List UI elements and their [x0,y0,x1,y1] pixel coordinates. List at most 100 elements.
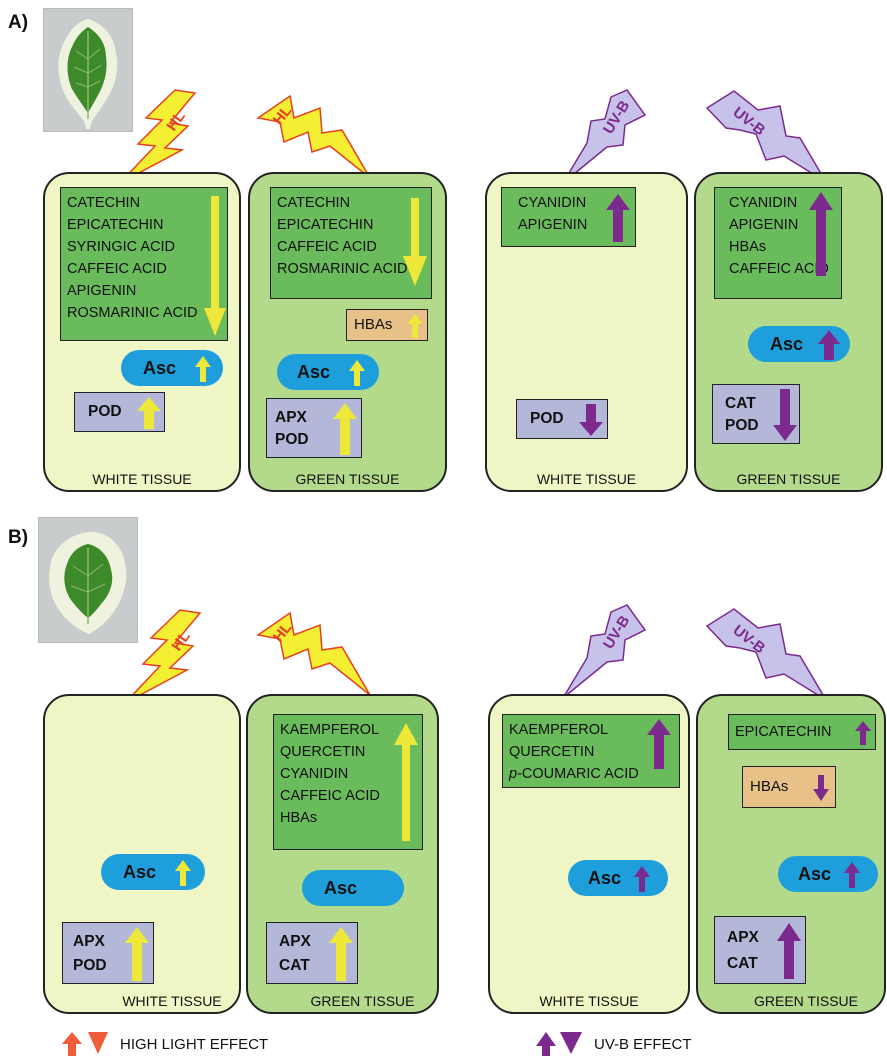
compound-label: APIGENIN [729,217,799,233]
tissue-label: GREEN TISSUE [736,471,841,487]
up-arrow-icon [329,927,353,981]
asc-label: Asc [324,878,358,898]
hl-bolt-icon: HL [256,94,371,179]
enzyme-label: APX [73,933,105,950]
uvb-bolt-icon: UV-B [562,89,647,184]
hl-bolt-icon: HL [124,609,202,704]
asc-pill: Asc [277,354,379,390]
uvb-green-tissue-cell: CYANIDIN APIGENIN HBAs CAFFEIC ACID Asc … [694,172,883,492]
asc-label: Asc [143,358,177,378]
up-arrow-icon [809,192,833,276]
enzyme-label: CAT [725,395,756,412]
high-light-legend-label: HIGH LIGHT EFFECT [120,1036,269,1053]
enzyme-label: APX [275,409,307,426]
enzyme-box: APX POD [62,922,154,984]
hl-white-tissue-cell: Asc APX POD WHITE TISSUE [43,694,241,1014]
enzyme-box: APX CAT [714,916,806,984]
enzyme-label: APX [279,933,311,950]
enzyme-label: POD [725,417,759,434]
tissue-label: GREEN TISSUE [310,993,415,1009]
compound-label: KAEMPFEROL [280,722,380,738]
compound-box: KAEMPFEROL QUERCETIN p-COUMARIC ACID [502,714,680,788]
hbas-box: HBAs [742,766,836,808]
uvb-white-tissue-cell: CYANIDIN APIGENIN POD WHITE TISSUE [485,172,688,492]
tissue-label: WHITE TISSUE [122,993,222,1009]
hl-green-tissue-cell: KAEMPFEROL QUERCETIN CYANIDIN CAFFEIC AC… [246,694,439,1014]
up-arrow-icon [647,719,671,769]
hl-bolt-icon: HL [256,611,371,696]
panel-b-label: B) [8,527,29,548]
tissue-label: WHITE TISSUE [539,993,639,1009]
asc-pill: Asc [101,854,205,890]
hbas-label: HBAs [750,778,789,795]
compound-label: KAEMPFEROL [509,722,609,738]
enzyme-box: POD [74,392,165,432]
compound-label: p-COUMARIC ACID [509,766,639,782]
down-arrow-icon [579,404,603,436]
uvb-legend-arrows-icon [536,1032,582,1056]
enzyme-label: POD [88,403,122,420]
compound-label: EPICATECHIN [67,217,164,233]
up-arrow-icon [818,330,840,360]
compound-label: SYRINGIC ACID [67,239,175,255]
compound-box: CATECHIN EPICATECHIN SYRINGIC ACID CAFFE… [60,187,228,341]
enzyme-box: POD [516,399,608,439]
compound-label: QUERCETIN [509,744,595,760]
asc-pill: Asc [748,326,850,362]
down-arrow-icon [813,775,829,801]
hbas-box: HBAs [346,309,428,341]
asc-label: Asc [588,868,622,888]
enzyme-box: APX POD [266,398,362,458]
compound-box: KAEMPFEROL QUERCETIN CYANIDIN CAFFEIC AC… [273,714,423,850]
compound-label: EPICATECHIN [277,217,374,233]
uvb-bolt-icon: UV-B [705,608,827,701]
enzyme-box: CAT POD [712,384,800,444]
compound-box: CYANIDIN APIGENIN HBAs CAFFEIC ACID [714,187,842,299]
compound-label: CYANIDIN [518,195,587,211]
compound-label: EPICATECHIN [735,724,832,740]
compound-label: CAFFEIC ACID [729,261,829,277]
compound-label: APIGENIN [518,217,588,233]
up-arrow-icon [394,723,418,841]
up-arrow-icon [137,397,161,429]
tissue-label: GREEN TISSUE [295,471,400,487]
up-arrow-icon [844,862,860,888]
compound-box: CYANIDIN APIGENIN [501,187,636,247]
asc-label: Asc [123,862,157,882]
compound-label: CAFFEIC ACID [67,261,167,277]
asc-label: Asc [770,334,804,354]
compound-label: CYANIDIN [729,195,798,211]
up-arrow-icon [606,194,630,242]
up-arrow-icon [407,314,423,338]
tissue-label: WHITE TISSUE [92,471,192,487]
leaf-image-a [43,8,133,132]
enzyme-label: POD [73,957,107,974]
uvb-green-tissue-cell: EPICATECHIN HBAs Asc APX CAT GREEN TISSU… [696,694,886,1014]
compound-label: ROSMARINIC ACID [277,261,408,277]
down-arrow-icon [204,196,226,336]
compound-box: EPICATECHIN [728,714,876,750]
down-arrow-icon [403,198,427,286]
tissue-label: WHITE TISSUE [536,471,637,487]
asc-pill: Asc [778,856,878,892]
up-arrow-icon [125,927,149,981]
uvb-white-tissue-cell: KAEMPFEROL QUERCETIN p-COUMARIC ACID Asc… [488,694,690,1014]
compound-label: CATECHIN [277,195,351,211]
uvb-bolt-icon: UV-B [562,604,647,699]
uvb-legend-label: UV-B EFFECT [594,1036,692,1053]
high-light-legend-arrows-icon [62,1032,108,1056]
compound-label: CAFFEIC ACID [280,788,380,804]
up-arrow-icon [333,403,357,455]
asc-label: Asc [297,362,331,382]
down-arrow-icon [773,389,797,441]
hl-green-tissue-cell: CATECHIN EPICATECHIN CAFFEIC ACID ROSMAR… [248,172,447,492]
up-arrow-icon [349,360,365,386]
asc-pill: Asc [121,350,223,386]
asc-pill: Asc [302,870,404,906]
compound-label: HBAs [280,810,318,826]
compound-label: CATECHIN [67,195,141,211]
enzyme-label: CAT [279,957,310,974]
up-arrow-icon [777,923,801,979]
hl-white-tissue-cell: CATECHIN EPICATECHIN SYRINGIC ACID CAFFE… [43,172,241,492]
panel-a-label: A) [8,12,29,33]
